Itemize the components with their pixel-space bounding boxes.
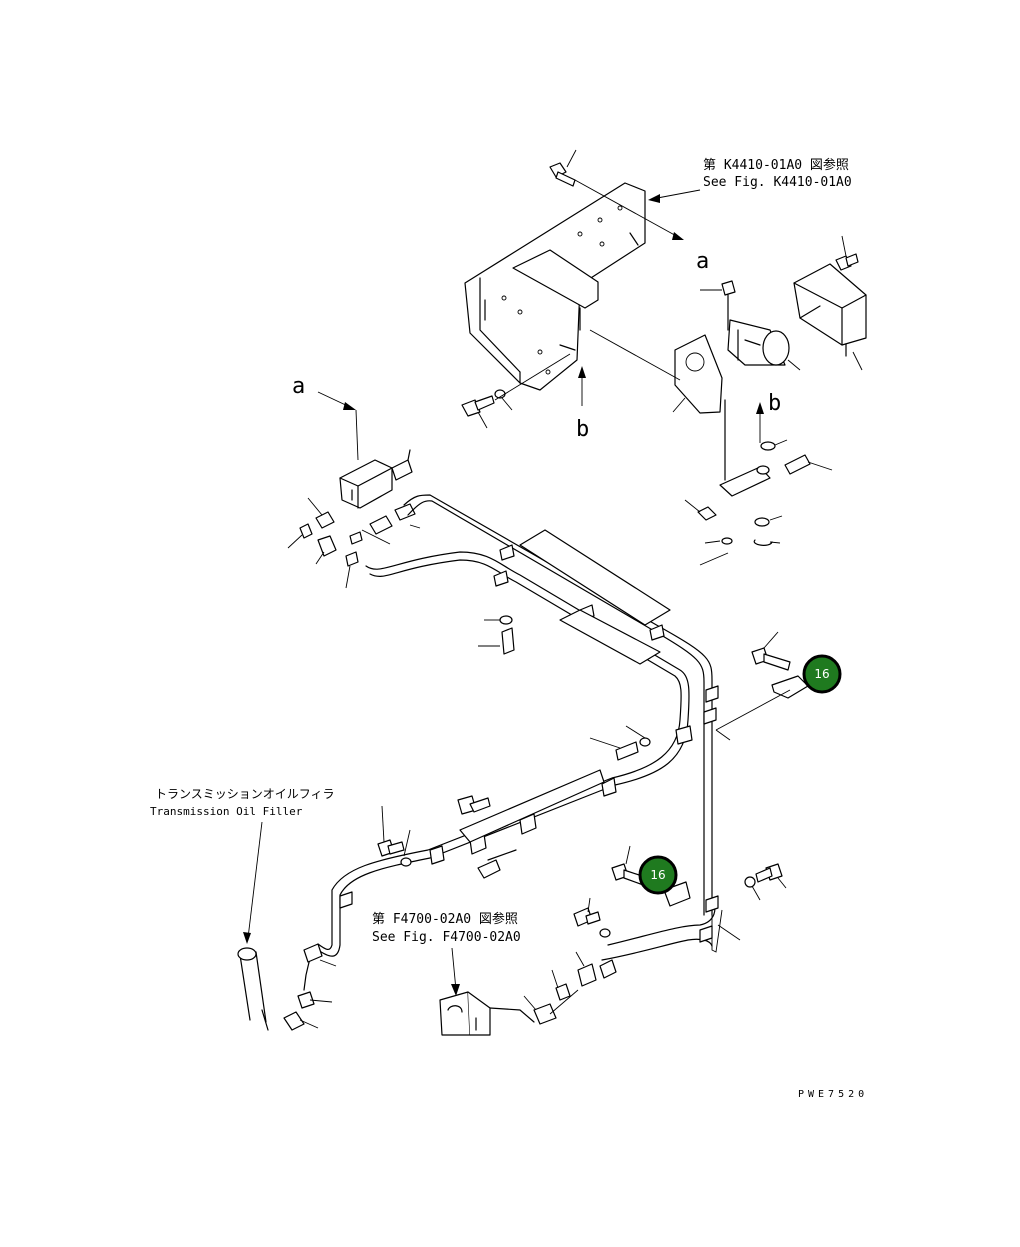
callout-16-lower[interactable]: 16 xyxy=(638,855,678,895)
bracket-bolt-lower xyxy=(461,353,571,429)
view-arrow-b-center xyxy=(578,366,586,406)
lower-pipe xyxy=(303,551,690,991)
pin-bolt xyxy=(700,280,736,481)
filler-pipe xyxy=(237,947,269,1031)
filler-label-en: Transmission Oil Filler xyxy=(150,805,303,818)
top-reference-arrow xyxy=(648,189,701,203)
filler-arrow xyxy=(243,821,263,944)
cover-box xyxy=(793,263,867,371)
bracket-upper-16 xyxy=(715,631,809,741)
view-marker-a-upper: a xyxy=(696,249,709,274)
lever-assembly xyxy=(684,439,833,566)
view-arrow-b-right xyxy=(756,402,764,443)
top-reference-jp: 第 K4410-01A0 図参照 xyxy=(703,157,849,173)
view-marker-b-center: b xyxy=(576,417,589,442)
left-fittings xyxy=(287,497,421,589)
bottom-reference-jp: 第 F4700-02A0 図参照 xyxy=(372,911,518,927)
callout-16-lower-label: 16 xyxy=(650,868,665,882)
mid-bolts xyxy=(377,615,651,867)
bottom-bracket xyxy=(439,991,535,1036)
bottom-reference-en: See Fig. F4700-02A0 xyxy=(372,930,521,945)
protective-sleeves xyxy=(459,529,671,879)
callout-16-upper[interactable]: 16 xyxy=(802,654,842,694)
bottom-reference-arrow xyxy=(451,947,460,996)
lower-fittings xyxy=(523,897,617,1025)
valve-body xyxy=(339,449,413,509)
view-marker-b-right: b xyxy=(768,391,781,416)
view-arrow-a-left xyxy=(317,391,359,461)
cover-bolt xyxy=(835,235,859,271)
main-bracket xyxy=(464,182,646,391)
mounting-plate xyxy=(589,329,723,414)
filler-hardware xyxy=(283,943,337,1031)
bracket-bolt-top xyxy=(549,149,684,240)
lower-right-bolts xyxy=(711,863,787,953)
filler-label-jp: トランスミッションオイルフィラ xyxy=(155,787,335,801)
motor-unit xyxy=(727,319,801,371)
callout-16-upper-label: 16 xyxy=(814,667,829,681)
drawing-code: PWE7520 xyxy=(798,1089,868,1100)
view-marker-a-left: a xyxy=(292,374,305,399)
return-pipe xyxy=(601,899,716,961)
top-reference-en: See Fig. K4410-01A0 xyxy=(703,175,852,190)
